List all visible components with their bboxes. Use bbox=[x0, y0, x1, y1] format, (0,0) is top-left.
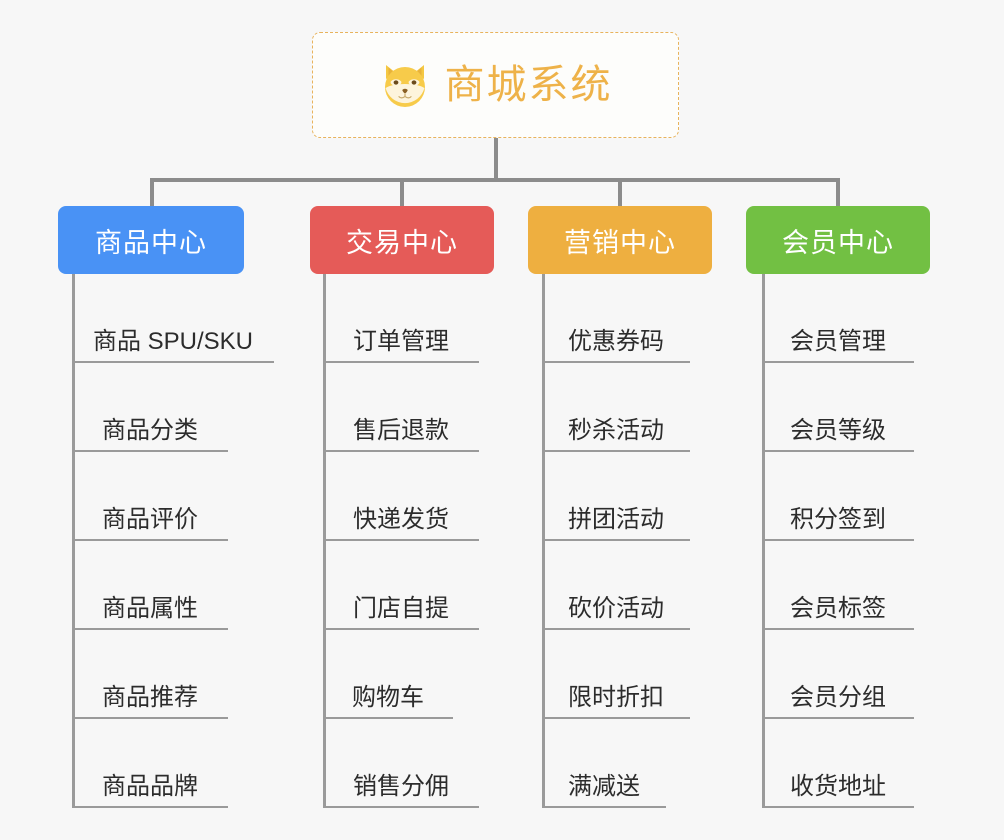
leaf-label: 收货地址 bbox=[790, 773, 886, 801]
leaf-label: 商品推荐 bbox=[102, 684, 198, 712]
leaf-label: 购物车 bbox=[352, 684, 424, 712]
leaf-label: 限时折扣 bbox=[568, 684, 664, 712]
leaf-label: 门店自提 bbox=[353, 595, 449, 623]
leaf-label: 会员等级 bbox=[790, 417, 886, 445]
leaf-label: 商品属性 bbox=[102, 595, 198, 623]
branch-drop-1 bbox=[150, 178, 154, 208]
leaf-label: 优惠券码 bbox=[568, 328, 664, 356]
leaf-label: 满减送 bbox=[568, 773, 640, 801]
leaf-spine bbox=[762, 274, 765, 808]
leaf-item[interactable]: 售后退款 bbox=[323, 363, 479, 452]
category-label: 交易中心 bbox=[346, 227, 458, 258]
leaf-item[interactable]: 优惠券码 bbox=[542, 274, 690, 363]
leaf-item[interactable]: 商品推荐 bbox=[72, 630, 228, 719]
leaf-item[interactable]: 快递发货 bbox=[323, 452, 479, 541]
leaf-label: 秒杀活动 bbox=[568, 417, 664, 445]
leaf-item[interactable]: 砍价活动 bbox=[542, 541, 690, 630]
root-connector-stub bbox=[494, 138, 498, 180]
leaf-item[interactable]: 订单管理 bbox=[323, 274, 479, 363]
leaf-item[interactable]: 会员等级 bbox=[762, 363, 914, 452]
leaf-item[interactable]: 商品分类 bbox=[72, 363, 228, 452]
branch-drop-2 bbox=[400, 178, 404, 208]
category-label: 商品中心 bbox=[95, 227, 207, 258]
leaf-label: 拼团活动 bbox=[568, 506, 664, 534]
leaf-spine bbox=[542, 274, 545, 808]
branch-bus-line bbox=[150, 178, 840, 182]
leaf-item[interactable]: 会员标签 bbox=[762, 541, 914, 630]
leaf-item[interactable]: 商品属性 bbox=[72, 541, 228, 630]
category-box-1[interactable]: 商品中心 bbox=[58, 206, 244, 274]
leaf-label: 砍价活动 bbox=[568, 595, 664, 623]
leaf-item[interactable]: 积分签到 bbox=[762, 452, 914, 541]
category-label: 会员中心 bbox=[782, 227, 894, 258]
leaf-label: 商品品牌 bbox=[102, 773, 198, 801]
leaf-label: 会员标签 bbox=[790, 595, 886, 623]
leaf-item[interactable]: 限时折扣 bbox=[542, 630, 690, 719]
category-box-4[interactable]: 会员中心 bbox=[746, 206, 930, 274]
branch-drop-3 bbox=[618, 178, 622, 208]
leaf-item[interactable]: 会员分组 bbox=[762, 630, 914, 719]
leaf-label: 会员管理 bbox=[790, 328, 886, 356]
leaf-item[interactable]: 商品评价 bbox=[72, 452, 228, 541]
leaf-item[interactable]: 拼团活动 bbox=[542, 452, 690, 541]
leaf-spine bbox=[323, 274, 326, 808]
leaf-item[interactable]: 满减送 bbox=[542, 719, 666, 808]
leaf-label: 积分签到 bbox=[790, 506, 886, 534]
leaf-label: 会员分组 bbox=[790, 684, 886, 712]
leaf-item[interactable]: 商品品牌 bbox=[72, 719, 228, 808]
leaf-item[interactable]: 秒杀活动 bbox=[542, 363, 690, 452]
category-box-2[interactable]: 交易中心 bbox=[310, 206, 494, 274]
leaf-label: 快递发货 bbox=[353, 506, 449, 534]
leaf-item[interactable]: 会员管理 bbox=[762, 274, 914, 363]
leaf-label: 订单管理 bbox=[353, 328, 449, 356]
leaf-item[interactable]: 商品 SPU/SKU bbox=[72, 274, 274, 363]
root-node[interactable]: 商城系统 bbox=[312, 32, 679, 138]
leaf-item[interactable]: 门店自提 bbox=[323, 541, 479, 630]
leaf-label: 商品评价 bbox=[102, 506, 198, 534]
leaf-spine bbox=[72, 274, 75, 808]
category-box-3[interactable]: 营销中心 bbox=[528, 206, 712, 274]
shiba-dog-face-icon bbox=[379, 61, 431, 109]
leaf-item[interactable]: 收货地址 bbox=[762, 719, 914, 808]
leaf-item[interactable]: 销售分佣 bbox=[323, 719, 479, 808]
root-title: 商城系统 bbox=[444, 63, 613, 107]
leaf-item[interactable]: 购物车 bbox=[323, 630, 453, 719]
category-label: 营销中心 bbox=[564, 227, 676, 258]
leaf-label: 商品分类 bbox=[102, 417, 198, 445]
leaf-label: 销售分佣 bbox=[353, 773, 449, 801]
leaf-label: 售后退款 bbox=[353, 417, 449, 445]
leaf-label: 商品 SPU/SKU bbox=[92, 328, 254, 356]
branch-drop-4 bbox=[836, 178, 840, 208]
